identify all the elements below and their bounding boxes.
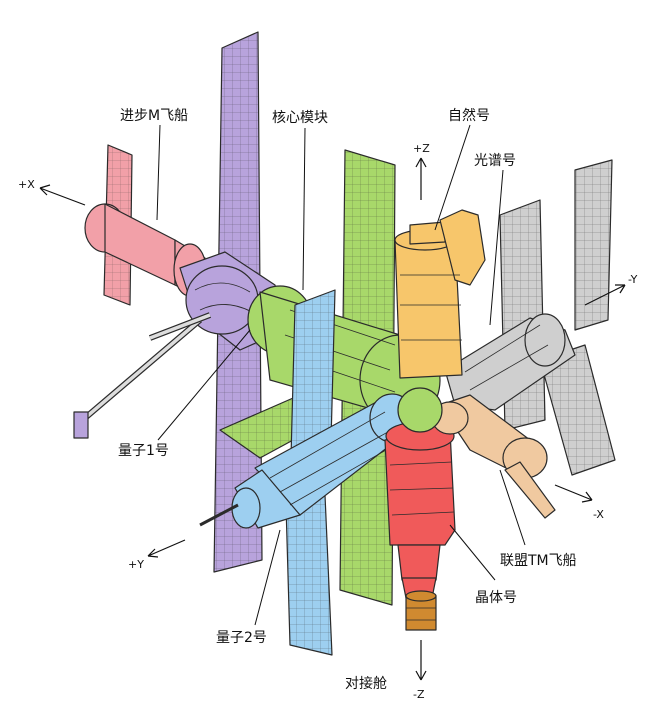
axis-plus-z-arrow xyxy=(415,157,427,200)
label-kristall: 晶体号 xyxy=(475,590,517,606)
axis-label-plus-x: +X xyxy=(18,178,35,191)
kvant-1-boom xyxy=(73,312,212,439)
label-kvant-2: 量子2号 xyxy=(216,630,267,646)
label-spektr: 光谱号 xyxy=(474,153,516,169)
label-docking-module: 对接舱 xyxy=(345,675,387,692)
axis-arrows xyxy=(39,157,626,681)
axis-plus-y-arrow xyxy=(147,539,186,558)
label-soyuz-tm: 联盟TM飞船 xyxy=(500,553,577,569)
docking-module xyxy=(401,577,437,631)
axis-label-minus-x: -X xyxy=(593,508,604,521)
axis-plus-x-arrow xyxy=(39,184,86,206)
labels: 进步M飞船 核心模块 自然号 光谱号 量子1号 量子2号 联盟TM飞船 晶体号 … xyxy=(18,107,638,701)
axis-label-plus-y: +Y xyxy=(128,558,144,571)
axis-label-minus-z: -Z xyxy=(413,688,425,701)
axis-label-plus-z: +Z xyxy=(413,142,430,155)
priroda-module xyxy=(394,209,486,379)
axis-label-minus-y: -Y xyxy=(628,273,638,286)
axis-minus-z-arrow xyxy=(415,640,427,681)
axis-minus-x-arrow xyxy=(554,484,593,503)
label-progress-m: 进步M飞船 xyxy=(120,108,188,124)
axis-minus-y-arrow xyxy=(584,284,626,306)
leader-lines xyxy=(156,124,526,626)
progress-m-spacecraft xyxy=(84,144,207,306)
label-priroda: 自然号 xyxy=(448,107,490,124)
soyuz-tm-spacecraft xyxy=(431,394,556,519)
kristall-module xyxy=(384,421,456,581)
label-core-module: 核心模块 xyxy=(272,110,328,126)
spektr-solar-arrays xyxy=(499,159,616,476)
label-kvant-1: 量子1号 xyxy=(118,443,169,459)
docking-node xyxy=(397,387,443,433)
